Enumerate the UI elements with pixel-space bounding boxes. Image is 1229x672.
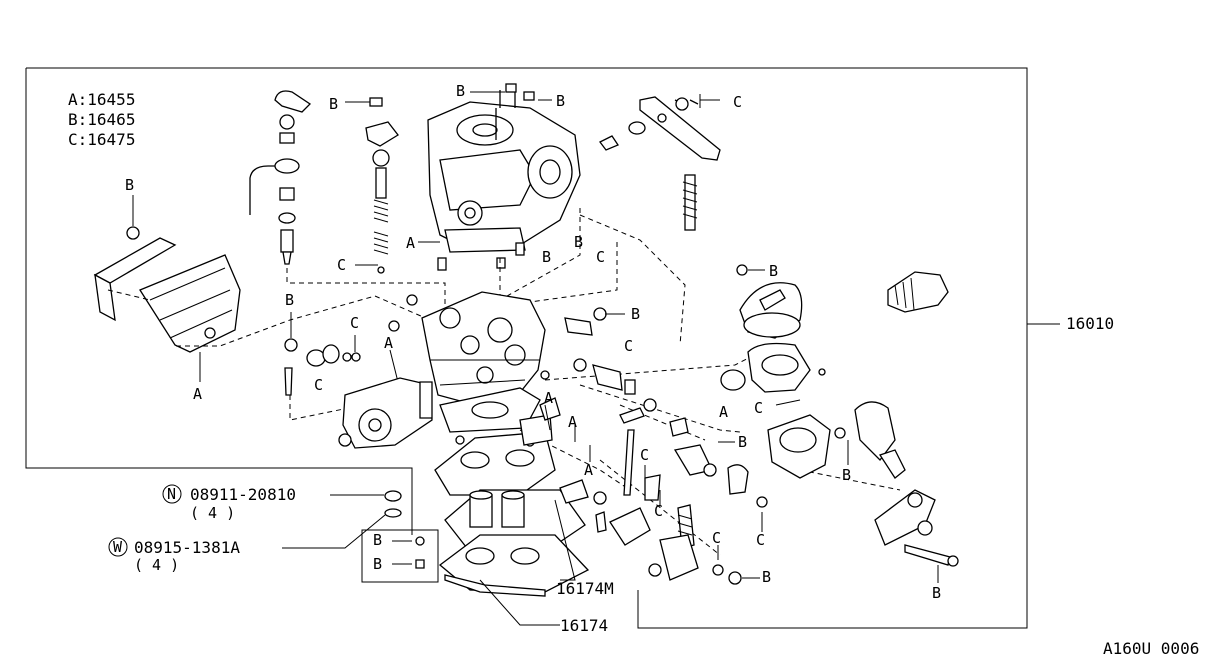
letter-callouts: B B B B C A C B B C B B C A C A B C A A …: [125, 82, 941, 602]
svg-text:A: A: [193, 385, 202, 403]
svg-text:B: B: [456, 82, 465, 100]
nut-prefix: N: [167, 485, 176, 503]
svg-text:B: B: [125, 176, 134, 194]
lower-throttle-body: [434, 387, 561, 496]
svg-text:B: B: [542, 248, 551, 266]
svg-text:B: B: [285, 291, 294, 309]
washer-quantity: ( 4 ): [134, 556, 179, 574]
svg-text:C: C: [640, 446, 649, 464]
nut-quantity: ( 4 ): [190, 504, 235, 522]
svg-text:C:16475: C:16475: [68, 130, 135, 149]
svg-text:B: B: [373, 555, 382, 573]
svg-text:C: C: [756, 531, 765, 549]
main-assembly-number: 16010: [1066, 314, 1114, 333]
svg-text:C: C: [654, 502, 663, 520]
svg-text:B: B: [373, 531, 382, 549]
svg-text:A: A: [719, 403, 728, 421]
svg-text:A: A: [584, 461, 593, 479]
svg-text:B: B: [842, 466, 851, 484]
throttle-linkage-lower: [540, 358, 768, 585]
svg-text:B: B: [631, 305, 640, 323]
svg-text:B: B: [556, 92, 565, 110]
float-chamber-cover: [338, 377, 433, 449]
fastener-detail-box: [282, 490, 439, 583]
legend: A:16455 B:16465 C:16475: [68, 90, 135, 149]
svg-text:A: A: [384, 334, 393, 352]
svg-text:B:16465: B:16465: [68, 110, 135, 129]
svg-text:C: C: [624, 337, 633, 355]
svg-text:B: B: [932, 584, 941, 602]
drawing-id: A160U 0006: [1103, 639, 1199, 658]
choke-diaphragm-assembly: [720, 264, 826, 406]
assembly-frame: [25, 67, 1028, 629]
svg-text:C: C: [733, 93, 742, 111]
svg-text:C: C: [314, 376, 323, 394]
svg-text:B: B: [738, 433, 747, 451]
vacuum-diaphragm-assembly: [767, 401, 959, 583]
svg-text:B: B: [574, 233, 583, 251]
svg-text:A: A: [568, 413, 577, 431]
part-number-callouts: 16010 16174M 16174 N 08911-20810 ( 4 ) W…: [108, 314, 1114, 635]
rubber-hose-fitting: [887, 271, 949, 313]
air-horn-top-cover: [418, 83, 686, 346]
needle-valve-stack: [249, 90, 446, 320]
svg-text:B: B: [762, 568, 771, 586]
nut-part-number: 08911-20810: [190, 485, 296, 504]
svg-text:C: C: [337, 256, 346, 274]
svg-text:C: C: [754, 399, 763, 417]
svg-text:A: A: [544, 389, 553, 407]
svg-text:A:16455: A:16455: [68, 90, 135, 109]
washer-prefix: W: [113, 538, 123, 556]
svg-text:C: C: [712, 529, 721, 547]
gasket-16174m-number: 16174M: [556, 579, 614, 598]
filter-housing: [93, 195, 431, 382]
svg-text:A: A: [406, 234, 415, 252]
svg-text:B: B: [329, 95, 338, 113]
throttle-linkage-upper: [599, 94, 721, 231]
callout-leaders: [479, 323, 1060, 626]
carburetor-main-body: [388, 291, 625, 406]
svg-text:C: C: [596, 248, 605, 266]
svg-text:B: B: [769, 262, 778, 280]
svg-text:C: C: [350, 314, 359, 332]
washer-part-number: 08915-1381A: [134, 538, 240, 557]
pump-plunger-stack: [345, 97, 399, 274]
gasket-16174-number: 16174: [560, 616, 608, 635]
